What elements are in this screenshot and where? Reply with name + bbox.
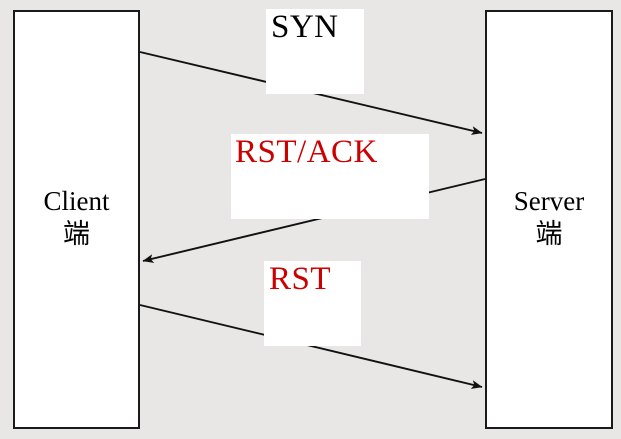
participant-client-box: Client 端 <box>13 10 140 429</box>
participant-server-label-en: Server <box>513 186 585 217</box>
message-label-rst: RST <box>264 261 361 346</box>
message-label-syn: SYN <box>266 9 364 94</box>
participant-server-label-cn: 端 <box>535 219 563 251</box>
message-label-rst-ack: RST/ACK <box>231 134 429 219</box>
participant-server-box: Server 端 <box>485 10 613 429</box>
participant-client-label-en: Client <box>43 186 110 217</box>
participant-client-label-cn: 端 <box>63 219 90 251</box>
